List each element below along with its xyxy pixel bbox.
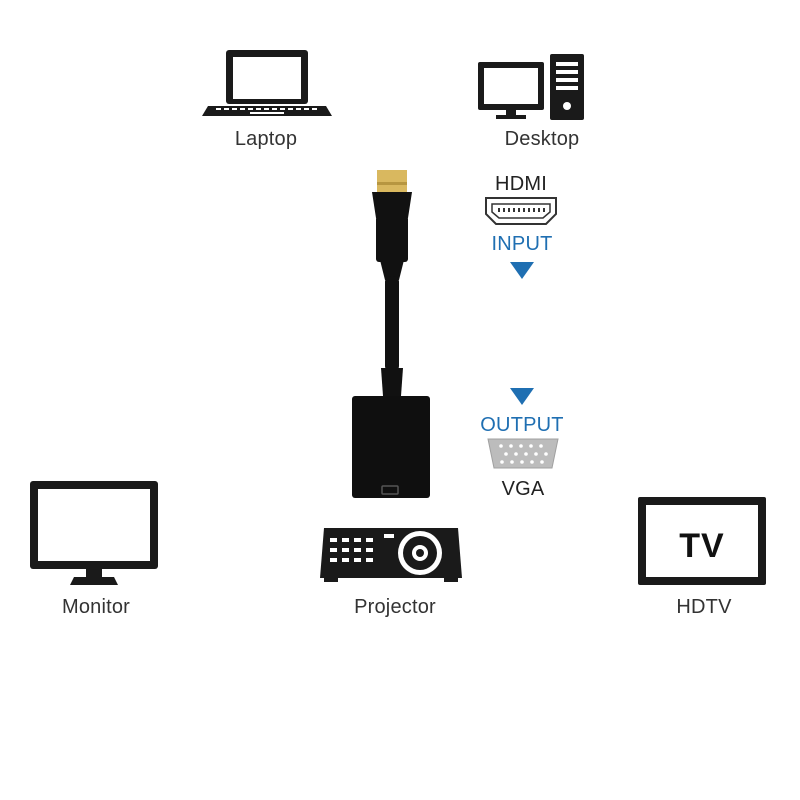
output-label: OUTPUT (480, 414, 564, 436)
tv-screen-text: TV (679, 527, 725, 565)
monitor-icon (30, 481, 158, 585)
vga-port-icon (487, 438, 559, 469)
projector-icon (320, 528, 462, 582)
output-arrow-icon (510, 388, 534, 405)
hdtv-label: HDTV (676, 596, 732, 618)
tv-icon (638, 497, 766, 585)
adapter-cable (381, 276, 403, 396)
hdmi-port-icon (485, 197, 557, 225)
vga-label: VGA (501, 478, 545, 500)
hdmi-connector (372, 170, 412, 280)
desktop-icon (478, 54, 584, 120)
projector-label: Projector (354, 596, 436, 618)
input-arrow-icon (510, 262, 534, 279)
desktop-label: Desktop (504, 128, 580, 150)
vga-adapter-body (352, 396, 430, 498)
hdmi-label: HDMI (495, 173, 547, 195)
laptop-label: Laptop (234, 128, 298, 150)
monitor-label: Monitor (61, 596, 131, 618)
laptop-icon (202, 50, 332, 116)
input-label: INPUT (491, 233, 553, 255)
